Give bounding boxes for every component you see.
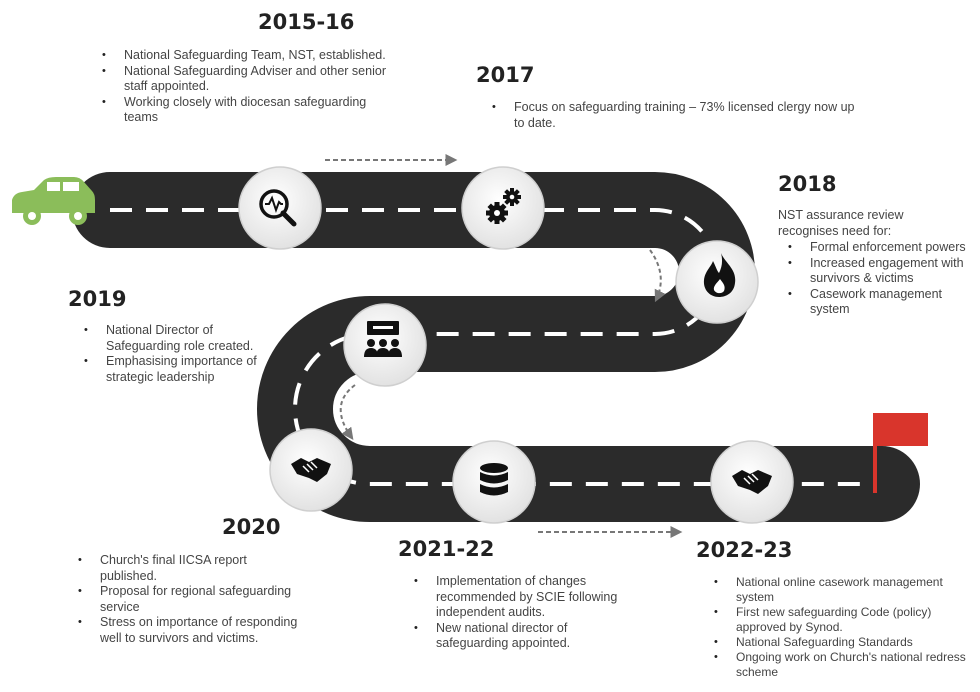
flame-icon <box>703 253 736 297</box>
list-item: Working closely with diocesan safeguardi… <box>86 95 386 126</box>
list-item: Increased engagement with survivors & vi… <box>772 256 972 287</box>
list-item: National online casework management syst… <box>698 575 980 605</box>
presentation-group-icon <box>364 321 402 357</box>
list-item: National Director of Safeguarding role c… <box>68 323 258 354</box>
arrow-2019-2020 <box>339 384 356 440</box>
handshake-icon <box>291 458 331 482</box>
list-item: Implementation of changes recommended by… <box>398 574 630 621</box>
list-2021-22: Implementation of changes recommended by… <box>398 574 630 652</box>
analytics-magnifier-icon <box>259 189 297 227</box>
list-item: Formal enforcement powers <box>772 240 972 256</box>
list-item: Ongoing work on Church's national redres… <box>698 650 980 680</box>
list-item: National Safeguarding Team, NST, establi… <box>86 48 386 64</box>
year-2017: 2017 <box>476 63 535 87</box>
year-2021-22: 2021-22 <box>398 537 495 561</box>
year-2019: 2019 <box>68 287 127 311</box>
handshake-icon <box>732 470 772 494</box>
gears-icon <box>486 188 521 224</box>
arrow-2017-2018 <box>649 249 666 303</box>
list-item: Stress on importance of responding well … <box>62 615 302 646</box>
year-2020: 2020 <box>222 515 281 539</box>
list-item: Casework management system <box>772 287 972 318</box>
year-2018: 2018 <box>778 172 837 196</box>
list-item: Emphasising importance of strategic lead… <box>68 354 258 385</box>
list-item: National Safeguarding Standards <box>698 635 980 650</box>
intro-2018: NST assurance review recognises need for… <box>778 208 904 238</box>
list-item: Church's final IICSA report published. <box>62 553 302 584</box>
year-2022-23: 2022-23 <box>696 538 793 562</box>
milestone-circle-2015-16 <box>238 166 322 250</box>
list-2017: Focus on safeguarding training – 73% lic… <box>476 100 866 131</box>
list-item: First new safeguarding Code (policy) app… <box>698 605 980 635</box>
car-icon <box>12 177 95 225</box>
list-item: National Safeguarding Adviser and other … <box>86 64 386 95</box>
list-2018: Formal enforcement powers Increased enga… <box>772 240 972 318</box>
list-2015-16: National Safeguarding Team, NST, establi… <box>86 48 386 126</box>
list-item: Focus on safeguarding training – 73% lic… <box>476 100 866 131</box>
list-item: Proposal for regional safeguarding servi… <box>62 584 302 615</box>
list-2020: Church's final IICSA report published. P… <box>62 553 302 646</box>
finish-flag-icon <box>873 413 928 493</box>
list-2022-23: National online casework management syst… <box>698 575 980 680</box>
database-icon <box>480 463 508 496</box>
list-item: New national director of safeguarding ap… <box>398 621 630 652</box>
list-2019: National Director of Safeguarding role c… <box>68 323 258 385</box>
year-2015-16: 2015-16 <box>258 10 355 34</box>
